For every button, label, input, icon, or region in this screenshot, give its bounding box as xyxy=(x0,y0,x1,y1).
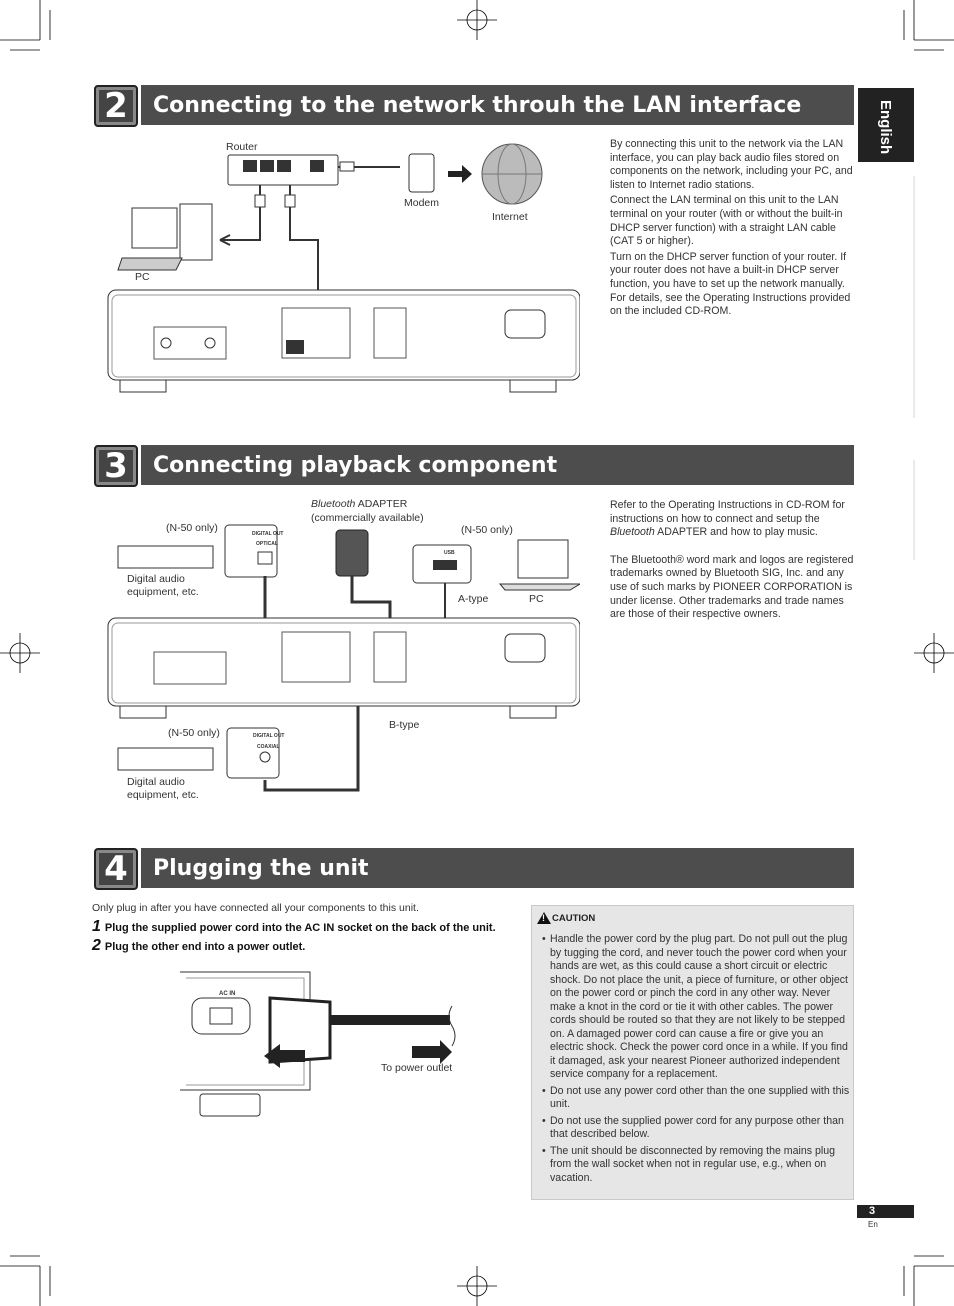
caution-item: Do not use the supplied power cord for a… xyxy=(542,1115,850,1142)
pc-label: PC xyxy=(135,271,150,283)
internet-label: Internet xyxy=(492,211,528,223)
caution-item: Do not use any power cord other than the… xyxy=(542,1085,850,1112)
digital-audio-label: Digital audio xyxy=(127,776,185,788)
digital-audio-device-icon xyxy=(117,545,214,569)
text-run-italic: Bluetooth xyxy=(610,526,655,539)
pc-label: PC xyxy=(529,593,544,605)
step-number: 1 xyxy=(92,918,101,935)
optical-header: DIGITAL OUT xyxy=(252,531,284,537)
power-plug-icon xyxy=(268,996,332,1064)
section-4-title: Plugging the unit xyxy=(141,848,854,888)
section-3-number: 3 xyxy=(94,445,138,487)
caution-item: Handle the power cord by the plug part. … xyxy=(542,933,850,1082)
n50-note: (N-50 only) xyxy=(461,524,513,536)
digital-audio-label: Digital audio xyxy=(127,573,185,585)
step-text: Plug the other end into a power outlet. xyxy=(104,941,306,953)
coaxial-header: DIGITAL OUT xyxy=(253,733,285,739)
section-3-header: 3 Connecting playback component xyxy=(94,445,854,487)
section-2-title: Connecting to the network throuh the LAN… xyxy=(141,85,854,125)
router-label: Router xyxy=(226,141,258,153)
bluetooth-word: Bluetooth xyxy=(311,498,356,510)
optical-label: OPTICAL xyxy=(256,541,278,547)
text-run: ADAPTER and how to play music. xyxy=(654,526,818,539)
to-outlet-label: To power outlet xyxy=(381,1062,453,1074)
a-type-label: A-type xyxy=(458,593,489,605)
section-3-title: Connecting playback component xyxy=(141,445,854,485)
caution-list: Handle the power cord by the plug part. … xyxy=(542,933,850,1188)
arrow-icon xyxy=(448,165,472,183)
caution-item: The unit should be disconnected by remov… xyxy=(542,1145,850,1186)
lan-diagram xyxy=(107,143,580,393)
section-2-paragraph: Turn on the DHCP server function of your… xyxy=(610,250,851,318)
section-3-paragraph: Refer to the Operating Instructions in C… xyxy=(610,499,855,540)
page-number: 3 xyxy=(857,1205,914,1218)
section-4-number: 4 xyxy=(94,848,138,890)
section-3-text: Refer to the Operating Instructions in C… xyxy=(610,499,855,624)
section-2-paragraph: Connect the LAN terminal on this unit to… xyxy=(610,194,843,248)
text-run: Refer to the Operating Instructions in C… xyxy=(610,499,845,525)
modem-label: Modem xyxy=(404,197,440,209)
language-tab-label: English xyxy=(877,100,894,155)
bluetooth-adapter-sub: (commercially available) xyxy=(311,512,424,524)
right-arrow-icon xyxy=(412,1040,452,1064)
step-text: Plug the supplied power cord into the AC… xyxy=(104,922,496,934)
digital-audio-device-icon xyxy=(117,747,214,771)
equipment-label: equipment, etc. xyxy=(127,789,199,801)
page-language: En xyxy=(868,1220,878,1229)
language-tab: English xyxy=(858,88,914,162)
section-4-header: 4 Plugging the unit xyxy=(94,848,854,890)
section-2-header: 2 Connecting to the network throuh the L… xyxy=(94,85,854,127)
bluetooth-adapter-label: Bluetooth ADAPTER xyxy=(311,498,407,510)
n50-note: (N-50 only) xyxy=(168,727,220,739)
section-2-number: 2 xyxy=(94,85,138,127)
section-4-intro: Only plug in after you have connected al… xyxy=(92,902,419,914)
laptop-icon xyxy=(517,539,569,579)
playback-diagram xyxy=(107,524,580,792)
bluetooth-adapter-icon xyxy=(335,529,369,577)
n50-note: (N-50 only) xyxy=(166,522,218,534)
coaxial-label: COAXIAL xyxy=(257,744,280,750)
caution-box: CAUTION Handle the power cord by the plu… xyxy=(531,905,854,1200)
adapter-word: ADAPTER xyxy=(355,498,408,510)
usb-label: USB xyxy=(444,550,455,556)
left-arrow-icon xyxy=(264,1044,305,1068)
equipment-label: equipment, etc. xyxy=(127,586,199,598)
warning-icon xyxy=(537,912,551,924)
power-diagram xyxy=(180,971,456,1117)
pc-monitor-icon xyxy=(131,207,178,249)
step-number: 2 xyxy=(92,937,101,954)
section-3-paragraph: The Bluetooth® word mark and logos are r… xyxy=(610,553,854,621)
section-2-text: By connecting this unit to the network v… xyxy=(610,138,855,321)
section-2-paragraph: By connecting this unit to the network v… xyxy=(610,138,853,191)
b-type-label: B-type xyxy=(389,719,420,731)
ac-in-label: AC IN xyxy=(219,991,236,997)
modem-icon xyxy=(408,153,435,193)
caution-title: CAUTION xyxy=(552,913,596,924)
